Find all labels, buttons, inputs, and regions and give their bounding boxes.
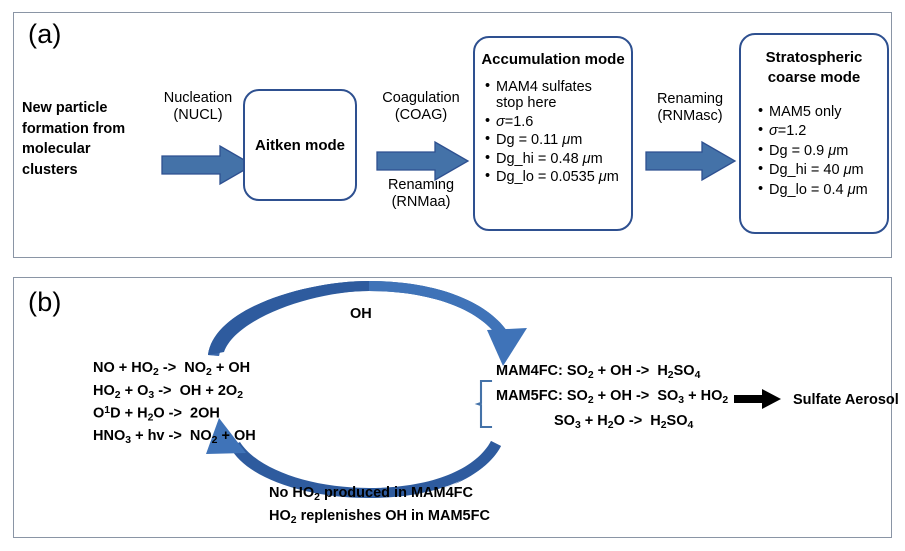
stratospheric-mode-title: Stratospheric coarse mode — [741, 48, 887, 89]
nucleation-arrow — [161, 144, 255, 186]
panel-b-label: (b) — [28, 287, 62, 317]
sulfate-product-arrow — [734, 389, 781, 409]
reaction-line: NO + HO2 -> NO2 + OH — [93, 360, 251, 378]
renaming-aa-label: Renaming (RNMaa) — [367, 177, 475, 211]
list-item: Dg = 0.11 μm — [485, 131, 631, 148]
footnote-line-2: HO2 replenishes OH in MAM5FC — [269, 507, 490, 526]
node-aitken-mode[interactable]: Aitken mode — [243, 89, 357, 201]
renaming-aa-line1: Renaming — [387, 177, 455, 193]
renaming-asc-label: Renaming (RNMasc) — [640, 91, 740, 125]
list-item: Dg = 0.9 μm — [758, 142, 887, 160]
nucleation-label: Nucleation (NUCL) — [146, 90, 250, 124]
footnote-line-1: No HO2 produced in MAM4FC — [269, 485, 473, 503]
reaction-line: SO3 + H2O -> H2SO4 — [554, 412, 694, 431]
aitken-mode-title: Aitken mode — [254, 137, 345, 154]
mam5fc-brace — [474, 379, 493, 429]
coagulation-line2: (COAG) — [394, 107, 448, 124]
reaction-line: HO2 + O3 -> OH + 2O2 — [93, 382, 243, 401]
list-item: Dg_lo = 0.4 μm — [758, 181, 887, 199]
sulfate-reactions: MAM4FC: SO2 + OH -> H2SO4 MAM5FC: SO2 + … — [496, 360, 728, 434]
list-item: MAM5 only — [758, 102, 887, 121]
sulfate-aerosol-label: Sulfate Aerosol — [793, 392, 899, 408]
reaction-line: O1D + H2O -> 2OH — [93, 405, 220, 424]
renaming-asc-arrow — [645, 140, 737, 182]
stratospheric-mode-bullets: MAM5 only σ=1.2 Dg = 0.9 μm Dg_hi = 40 μ… — [758, 102, 887, 200]
new-particle-formation-text: New particle formation from molecular cl… — [22, 100, 126, 178]
coagulation-line1: Coagulation — [382, 90, 460, 106]
accumulation-mode-title: Accumulation mode — [481, 51, 625, 68]
list-item: Dg_hi = 0.48 μm — [485, 150, 631, 167]
oh-cycle-arrows — [206, 281, 527, 498]
panel-b: (b) OH NO + HO2 -> NO2 + OH HO2 + O3 -> … — [13, 277, 899, 538]
list-item: σ=1.2 — [758, 122, 887, 140]
renaming-aa-line2: (RNMaa) — [391, 194, 451, 211]
stratospheric-title-line1: Stratospheric — [765, 49, 863, 66]
list-item: Dg_lo = 0.0535 μm — [485, 168, 631, 185]
nucleation-line2: (NUCL) — [173, 107, 223, 124]
node-stratospheric-coarse-mode[interactable]: Stratospheric coarse mode MAM5 only σ=1.… — [739, 33, 889, 234]
cycle-footnote: No HO2 produced in MAM4FC HO2 replenishe… — [269, 483, 490, 528]
renaming-asc-line1: Renaming — [656, 91, 724, 107]
nucleation-line1: Nucleation — [163, 90, 233, 106]
list-item: Dg_hi = 40 μm — [758, 161, 887, 179]
oh-cycle-label: OH — [350, 306, 372, 322]
reaction-line: HNO3 + hv -> NO2 + OH — [93, 428, 256, 447]
reaction-line: MAM4FC: SO2 + OH -> H2SO4 — [496, 363, 701, 381]
panel-a: (a) New particle formation from molecula… — [13, 12, 892, 258]
reaction-line: MAM5FC: SO2 + OH -> SO3 + HO2 — [496, 387, 729, 406]
panel-a-label: (a) — [28, 19, 62, 49]
stratospheric-title-line2: coarse mode — [767, 69, 861, 87]
oh-source-reactions: NO + HO2 -> NO2 + OH HO2 + O3 -> OH + 2O… — [93, 358, 256, 449]
list-item: σ=1.6 — [485, 113, 631, 130]
renaming-asc-line2: (RNMasc) — [657, 108, 723, 125]
coagulation-label: Coagulation (COAG) — [367, 90, 475, 124]
coagulation-arrow — [376, 140, 470, 182]
